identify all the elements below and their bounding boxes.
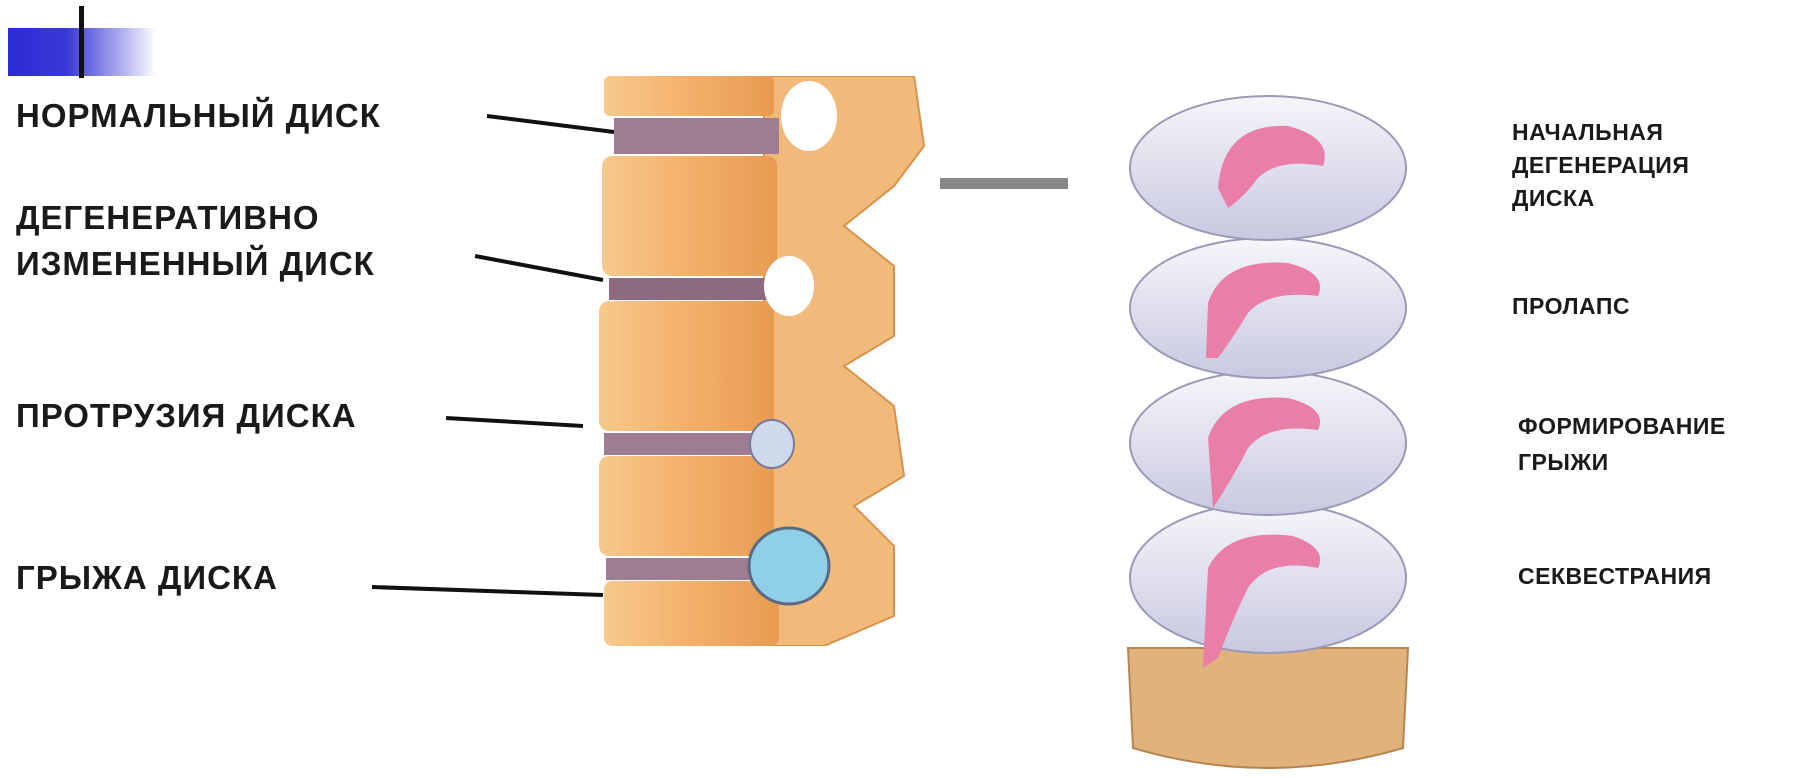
vertebra-2	[602, 156, 777, 276]
vertebra-1	[604, 76, 774, 116]
foramen-2	[764, 256, 814, 316]
label-stage1-line2: ДЕГЕНЕРАЦИЯ	[1512, 149, 1689, 182]
disc-degenerated	[609, 278, 774, 300]
disc-stage-2	[1130, 238, 1406, 378]
label-stage4: СЕКВЕСТРАНИЯ	[1518, 560, 1712, 593]
disc-normal	[614, 118, 779, 154]
leader-hernia	[372, 587, 603, 595]
label-stage3-line1: ФОРМИРОВАНИЕ	[1518, 410, 1726, 443]
disc-stage-3	[1130, 371, 1406, 515]
connector-bar	[940, 178, 1068, 189]
disc-stages-illustration	[1118, 58, 1418, 778]
leader-degenerative	[475, 256, 603, 280]
leader-protrusion	[446, 418, 583, 426]
disc-stage-4	[1130, 503, 1406, 653]
spine-illustration	[594, 76, 934, 646]
label-stage2: ПРОЛАПС	[1512, 290, 1630, 323]
base-vertebra	[1128, 648, 1408, 768]
hernia-bulge	[749, 528, 829, 604]
label-stage1-line1: НАЧАЛЬНАЯ	[1512, 116, 1663, 149]
foramen-1	[781, 81, 837, 151]
label-stage3-line2: ГРЫЖИ	[1518, 446, 1609, 479]
vertebra-3	[599, 301, 774, 431]
vertebra-5	[604, 581, 779, 646]
label-stage1-line3: ДИСКА	[1512, 182, 1595, 215]
protrusion-bulge	[750, 420, 794, 468]
vertebra-4	[599, 456, 774, 556]
